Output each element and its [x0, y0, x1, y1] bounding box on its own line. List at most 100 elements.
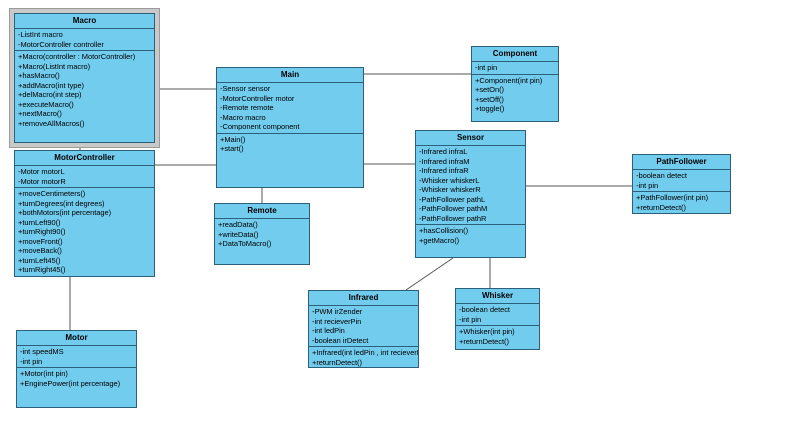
- class-operation: +PathFollower(int pin): [636, 193, 709, 202]
- class-attributes-motorcontroller: -Motor motorL -Motor motorR: [15, 166, 154, 188]
- class-operation: +setOn(): [475, 85, 504, 94]
- class-operations-motorcontroller: +moveCentimeters() +turnDegrees(int degr…: [15, 188, 154, 276]
- class-attribute: -PWM irZender: [312, 307, 363, 316]
- class-operation: +turnRight45(): [18, 265, 66, 274]
- class-operations-component: +Component(int pin) +setOn() +setOff() +…: [472, 75, 558, 122]
- class-operation: +readData(): [218, 220, 258, 229]
- class-operation: +turnLeft45(): [18, 255, 61, 265]
- class-operation: +writeData(): [218, 229, 259, 239]
- class-operations-remote: +readData() +writeData() +DataToMacro(): [215, 219, 309, 264]
- connector-sensor-infrared: [405, 257, 454, 291]
- class-name-pathfollower: PathFollower: [633, 155, 730, 170]
- class-name-infrared: Infrared: [309, 291, 418, 306]
- class-box-infrared[interactable]: Infrared -PWM irZender -int recieverPin …: [308, 290, 419, 368]
- class-attribute: -Remote remote: [220, 103, 274, 112]
- class-operation: +EnginePower(int percentage): [20, 378, 121, 388]
- class-operations-motor: +Motor(int pin) +EnginePower(int percent…: [17, 368, 136, 407]
- class-operation: +returnDetect(): [312, 357, 362, 367]
- class-attribute: -Whisker whiskerR: [419, 185, 481, 194]
- class-operation: +Macro(ListInt macro): [18, 61, 91, 71]
- class-name-whisker: Whisker: [456, 289, 539, 304]
- class-attribute: -Whisker whiskerL: [419, 175, 480, 185]
- class-attribute: -boolean detect: [636, 171, 687, 180]
- class-name-component: Component: [472, 47, 558, 62]
- class-attribute: -boolean irDetect: [312, 335, 369, 345]
- class-attributes-pathfollower: -boolean detect -int pin: [633, 170, 730, 192]
- class-operation: +Component(int pin): [475, 75, 543, 85]
- class-operation: +getMacro(): [419, 235, 460, 245]
- class-operations-sensor: +hasCollision() +getMacro(): [416, 225, 525, 257]
- class-attribute: -ListInt macro: [18, 30, 63, 39]
- class-box-pathfollower[interactable]: PathFollower -boolean detect -int pin +P…: [632, 154, 731, 214]
- class-name-sensor: Sensor: [416, 131, 525, 146]
- class-operation: +setOff(): [475, 94, 504, 104]
- class-operation: +hasMacro(): [18, 71, 60, 80]
- class-operation: +Motor(int pin): [20, 369, 68, 378]
- class-attribute: -Infrared infraL: [419, 147, 468, 156]
- class-box-sensor[interactable]: Sensor -Infrared infraL -Infrared infraM…: [415, 130, 526, 258]
- class-operation: +moveBack(): [18, 246, 62, 255]
- class-attribute: -Motor motorR: [18, 176, 66, 186]
- class-operation: +Infrared(int ledPin , int recieverPin): [312, 348, 419, 357]
- class-attributes-sensor: -Infrared infraL -Infrared infraM -Infra…: [416, 146, 525, 225]
- class-operation: +hasCollision(): [419, 226, 469, 235]
- class-operation: +addMacro(int type): [18, 80, 84, 90]
- class-attribute: -PathFollower pathR: [419, 213, 487, 223]
- class-attribute: -Motor motorL: [18, 167, 65, 176]
- class-box-motorcontroller[interactable]: MotorController -Motor motorL -Motor mot…: [14, 150, 155, 277]
- class-attribute: -MotorController motor: [220, 93, 295, 103]
- class-operations-main: +Main() +start(): [217, 134, 363, 188]
- class-attribute: -int ledPin: [312, 326, 345, 335]
- class-operation: +nextMacro(): [18, 109, 62, 118]
- class-attributes-macro: -ListInt macro -MotorController controll…: [15, 29, 154, 51]
- class-attribute: -Infrared infraM: [419, 156, 470, 166]
- class-operation: +returnDetect(): [459, 336, 509, 346]
- class-attribute: -Sensor sensor: [220, 84, 271, 93]
- class-operation: +Macro(controller : MotorController): [18, 52, 136, 61]
- class-operation: +start(): [220, 144, 244, 153]
- class-box-component[interactable]: Component -int pin +Component(int pin) +…: [471, 46, 559, 122]
- class-operation: +executeMacro(): [18, 99, 74, 109]
- class-attributes-main: -Sensor sensor -MotorController motor -R…: [217, 83, 363, 134]
- class-operation: +moveFront(): [18, 236, 63, 246]
- class-attribute: -PathFollower pathM: [419, 204, 488, 213]
- class-attributes-component: -int pin: [472, 62, 558, 75]
- class-attribute: -PathFollower pathL: [419, 194, 486, 204]
- class-attribute: -MotorController controller: [18, 39, 104, 49]
- class-operation: +moveCentimeters(): [18, 189, 86, 198]
- class-attribute: -Component component: [220, 122, 300, 131]
- class-operation: +delMacro(int step): [18, 90, 82, 99]
- class-operations-infrared: +Infrared(int ledPin , int recieverPin) …: [309, 347, 419, 367]
- class-operation: +turnRight90(): [18, 227, 66, 236]
- class-box-main[interactable]: Main -Sensor sensor -MotorController mot…: [216, 67, 364, 188]
- class-operation: +turnLeft90(): [18, 217, 61, 227]
- class-attribute: -Macro macro: [220, 112, 266, 122]
- class-operation: +DataToMacro(): [218, 239, 272, 248]
- class-attribute: -Infrared infraR: [419, 166, 469, 175]
- class-name-main: Main: [217, 68, 363, 83]
- class-operation: +returnDetect(): [636, 202, 686, 212]
- class-box-remote[interactable]: Remote +readData() +writeData() +DataToM…: [214, 203, 310, 265]
- class-operation: +Whisker(int pin): [459, 327, 515, 336]
- class-operations-whisker: +Whisker(int pin) +returnDetect(): [456, 326, 539, 349]
- class-box-macro[interactable]: Macro -ListInt macro -MotorController co…: [10, 9, 159, 147]
- class-name-motor: Motor: [17, 331, 136, 346]
- class-name-motorcontroller: MotorController: [15, 151, 154, 166]
- class-operation: +toggle(): [475, 104, 505, 113]
- class-attribute: -int pin: [475, 63, 498, 72]
- class-attribute: -int speedMS: [20, 347, 64, 356]
- class-box-motor[interactable]: Motor -int speedMS -int pin +Motor(int p…: [16, 330, 137, 408]
- class-operations-macro: +Macro(controller : MotorController) +Ma…: [15, 51, 154, 142]
- class-box-whisker[interactable]: Whisker -boolean detect -int pin +Whiske…: [455, 288, 540, 350]
- class-operations-pathfollower: +PathFollower(int pin) +returnDetect(): [633, 192, 730, 213]
- class-attributes-motor: -int speedMS -int pin: [17, 346, 136, 368]
- class-attribute: -boolean detect: [459, 305, 510, 314]
- class-attribute: -int recieverPin: [312, 316, 362, 326]
- class-attributes-whisker: -boolean detect -int pin: [456, 304, 539, 326]
- class-name-remote: Remote: [215, 204, 309, 219]
- class-attribute: -int pin: [636, 180, 659, 190]
- class-operation: +turnDegrees(int degrees): [18, 198, 105, 208]
- class-operation: +removeAllMacros(): [18, 118, 85, 128]
- class-operation: +bothMotors(int percentage): [18, 208, 112, 217]
